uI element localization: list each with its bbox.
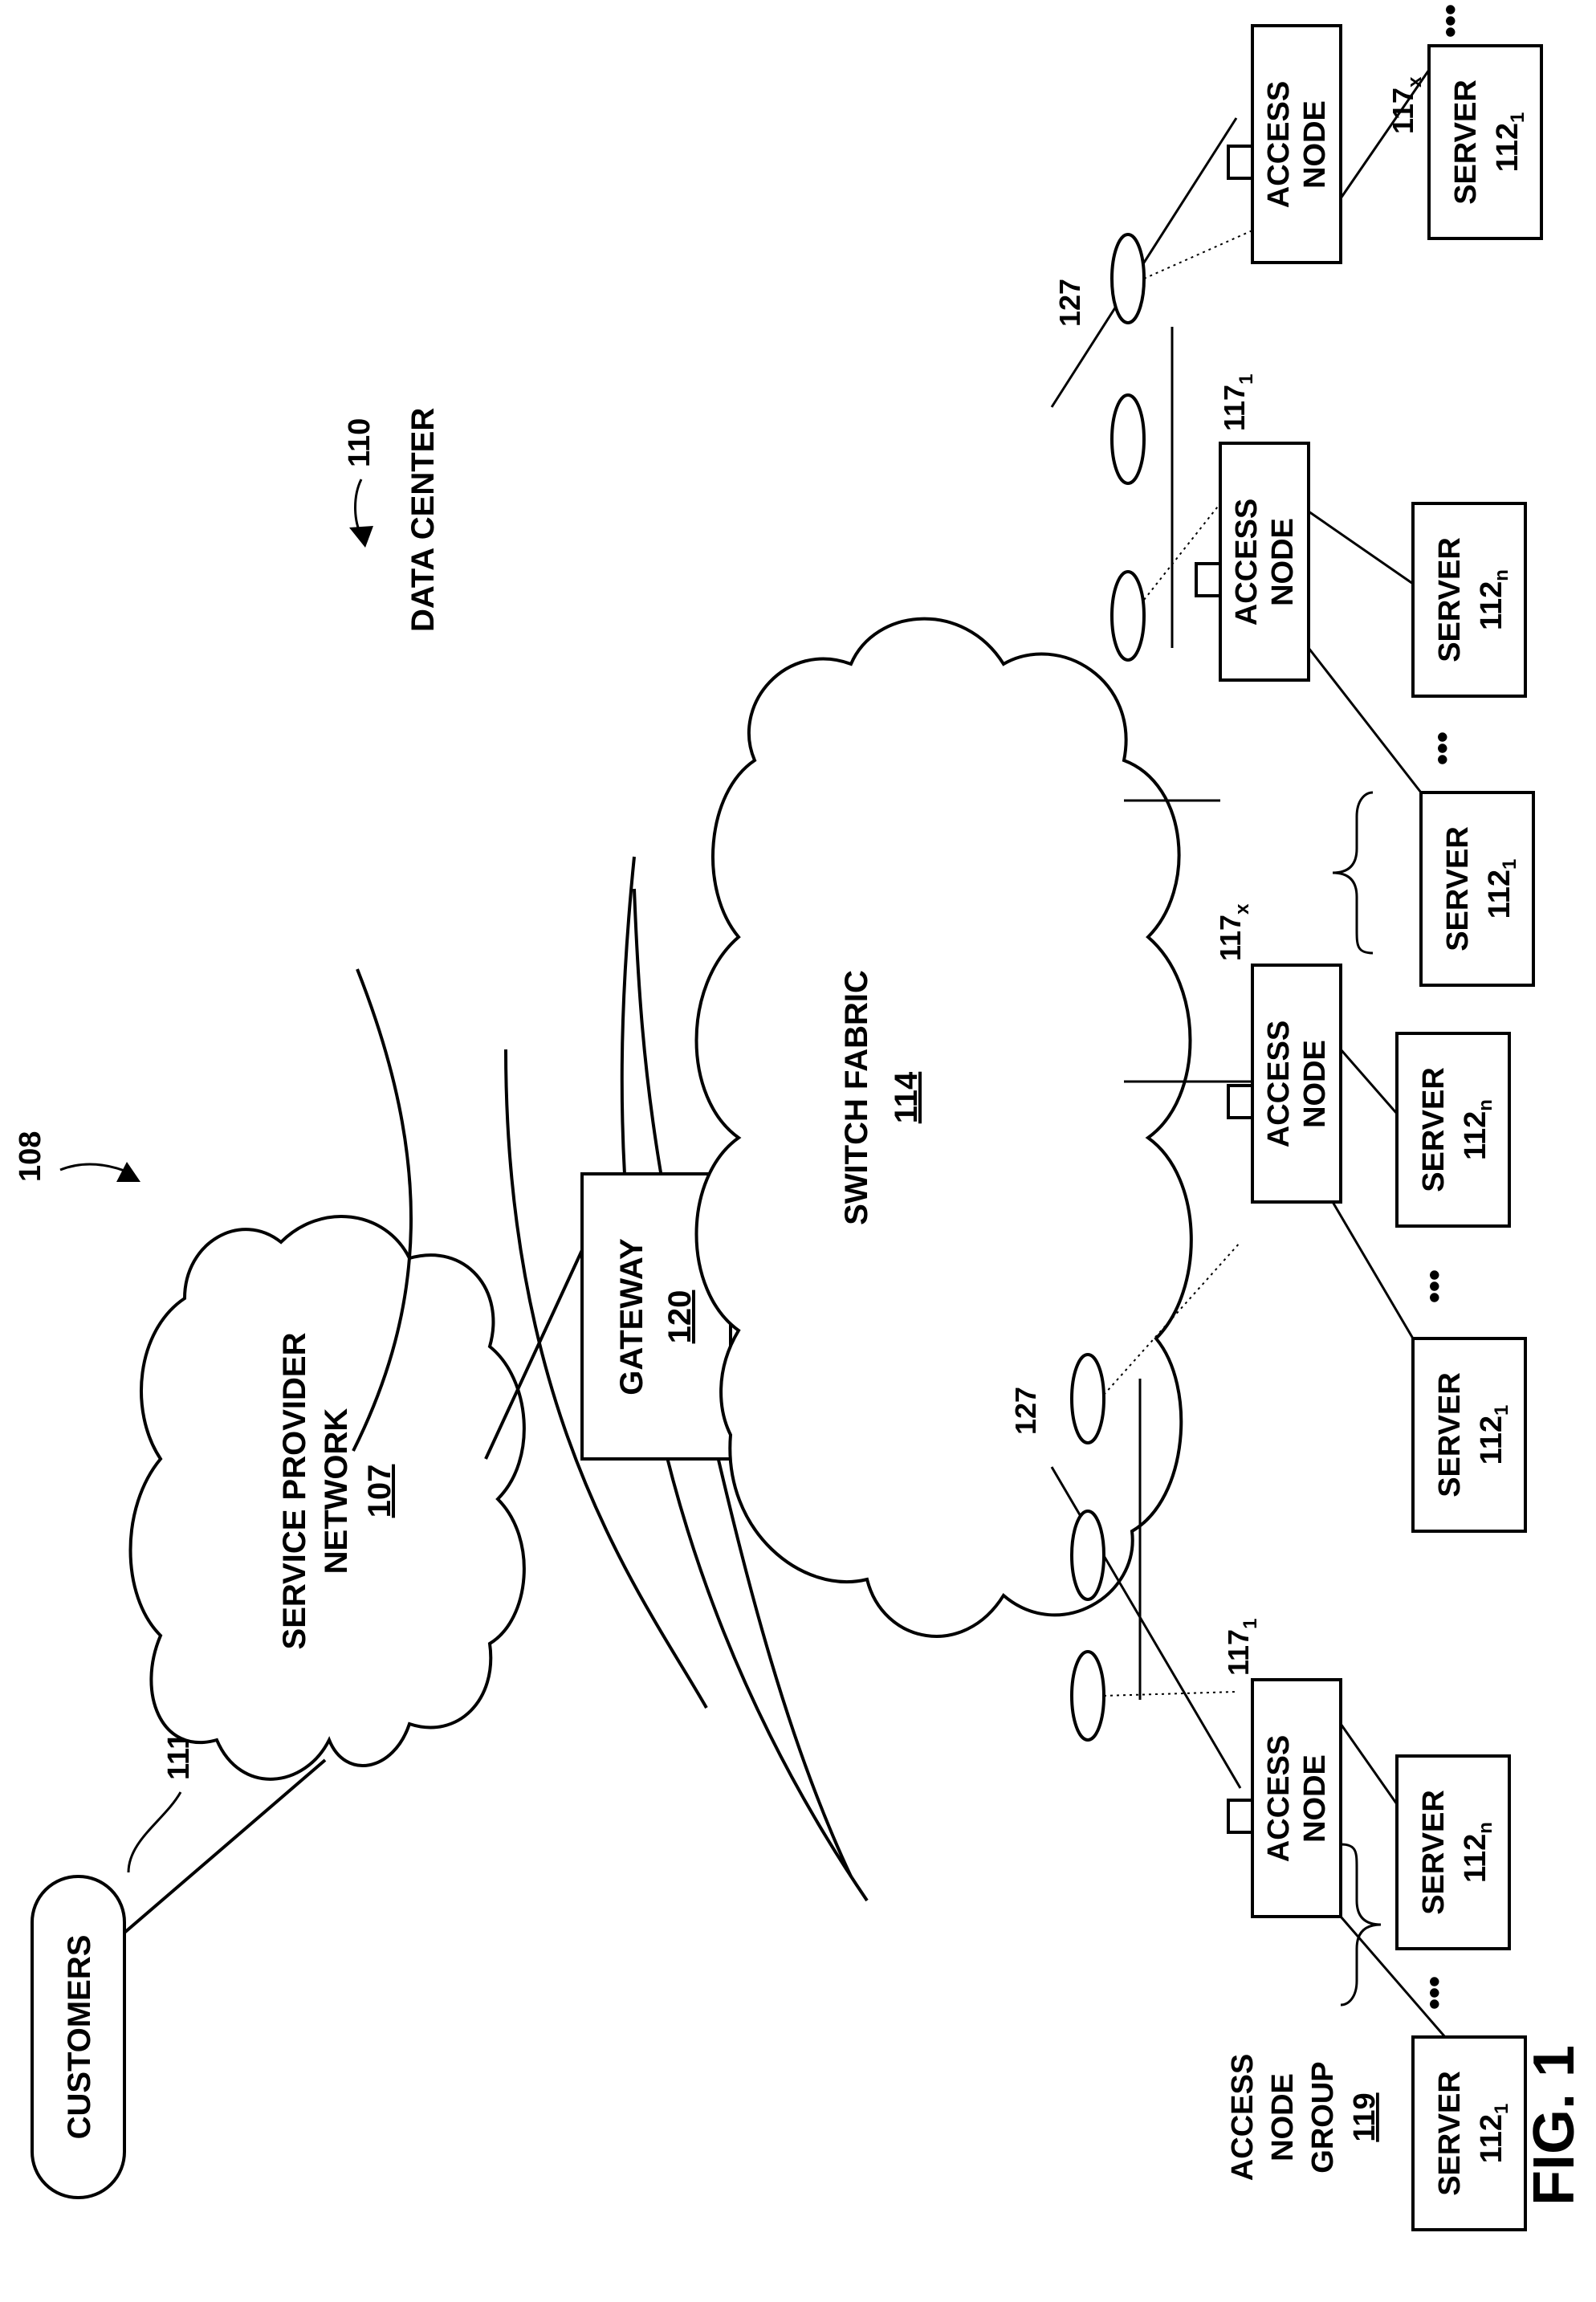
- gateway-ref: 120: [662, 1290, 698, 1344]
- service-provider-line1: SERVICE PROVIDER: [277, 1332, 312, 1649]
- landscape-diagram: CUSTOMERS 111 SERVICE PROVIDER NETWORK 1…: [14, 4, 1586, 2230]
- link: [1341, 1724, 1397, 1804]
- access-node-g1-1: ACCESS NODE: [1228, 1680, 1341, 1917]
- server-g1-1-first: SERVER 1121: [1413, 2037, 1525, 2230]
- access-node-g1-x: ACCESS NODE: [1228, 965, 1341, 1202]
- switch-fabric-ref: 114: [889, 1071, 924, 1123]
- customers-label: CUSTOMERS: [62, 1935, 97, 2140]
- server-label: SERVER: [1433, 537, 1467, 662]
- data-center-ref-arrowhead: [349, 526, 373, 548]
- access-node-g2-1: ACCESS NODE: [1196, 443, 1309, 680]
- an-label-2: NODE: [1298, 1040, 1332, 1128]
- server-g1-x-first: SERVER 1121: [1413, 1338, 1525, 1531]
- data-center-ref: 110: [343, 418, 377, 467]
- system-ref-arrowhead: [116, 1162, 140, 1182]
- link: [1309, 511, 1413, 584]
- group2-brace: [1333, 792, 1373, 953]
- server-g2-x-first: SERVER 1121: [1429, 46, 1541, 238]
- storage-g2-ref: 127: [1053, 279, 1086, 327]
- server-ellipsis: •••: [1433, 4, 1468, 38]
- system-ref: 108: [14, 1131, 47, 1182]
- an-g1-1-ref: 1171: [1222, 1619, 1261, 1676]
- server-label: SERVER: [1417, 1067, 1451, 1192]
- ang-line2: NODE: [1266, 2073, 1300, 2161]
- an-label-1: ACCESS: [1230, 499, 1264, 625]
- server-label: SERVER: [1417, 1790, 1451, 1915]
- server-ellipsis: •••: [1425, 731, 1460, 765]
- an-label-1: ACCESS: [1262, 1021, 1296, 1147]
- storage-g1-ref: 127: [1009, 1387, 1042, 1435]
- access-node-group-label: ACCESS NODE GROUP 119: [1226, 2054, 1382, 2181]
- an-label-2: NODE: [1298, 100, 1332, 189]
- server-g2-1-last: SERVER 112n: [1413, 503, 1525, 696]
- customers-to-provider-link: [124, 1760, 325, 1933]
- figure-label: FIG. 1: [1522, 2045, 1586, 2206]
- an-label-2: NODE: [1298, 1754, 1332, 1843]
- server-label: SERVER: [1449, 79, 1483, 205]
- ang-line1: ACCESS: [1226, 2054, 1260, 2181]
- ang-line3: GROUP: [1306, 2061, 1340, 2173]
- server-label: SERVER: [1441, 826, 1475, 951]
- storage-g2: [1112, 234, 1144, 660]
- service-provider-line2: NETWORK: [319, 1408, 354, 1575]
- server-label: SERVER: [1433, 1372, 1467, 1497]
- server-g1-1-last: SERVER 112n: [1397, 1756, 1509, 1949]
- switch-fabric-cloud: SWITCH FABRIC 114: [697, 619, 1191, 1636]
- gateway-label: GATEWAY: [614, 1238, 649, 1395]
- an-g1-x-ref: 117x: [1214, 903, 1253, 961]
- customers-node: CUSTOMERS: [32, 1876, 124, 2198]
- link: [1341, 1049, 1397, 1114]
- an-label-1: ACCESS: [1262, 81, 1296, 208]
- service-provider-cloud: SERVICE PROVIDER NETWORK 107: [131, 1216, 524, 1779]
- customers-ref-leader: [128, 1792, 181, 1872]
- server-g1-x-last: SERVER 112n: [1397, 1033, 1509, 1226]
- link: [1309, 648, 1421, 792]
- storage-g1-dotted-1: [1104, 1692, 1236, 1696]
- service-provider-ref: 107: [362, 1465, 397, 1518]
- ang-ref: 119: [1348, 2092, 1382, 2141]
- server-g2-1-first: SERVER 1121: [1421, 792, 1533, 985]
- server-ellipsis: •••: [1417, 1976, 1452, 2010]
- storage-g1: [1072, 1355, 1104, 1740]
- server-ellipsis: •••: [1417, 1269, 1452, 1303]
- an-label-1: ACCESS: [1262, 1735, 1296, 1862]
- server-label: SERVER: [1433, 2071, 1467, 2196]
- an-label-2: NODE: [1266, 518, 1300, 606]
- an-g2-1-ref: 1171: [1218, 374, 1257, 431]
- access-node-g2-x: ACCESS NODE: [1228, 26, 1341, 263]
- switch-fabric-label: SWITCH FABRIC: [839, 970, 874, 1225]
- data-center-label: DATA CENTER: [405, 408, 441, 632]
